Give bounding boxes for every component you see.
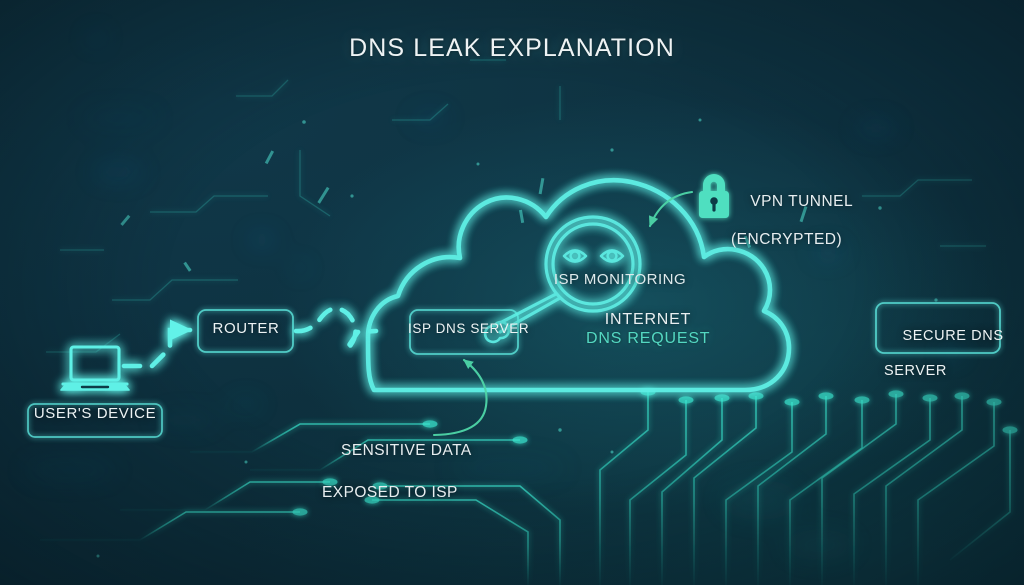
vpn-tunnel-pointer-arrow xyxy=(648,190,694,228)
secure-dns-line1: SECURE DNS xyxy=(902,327,1004,344)
sensitive-data-pointer-arrow xyxy=(432,358,488,437)
isp-monitoring-label: ISP MONITORING xyxy=(553,271,687,288)
page-title: DNS LEAK EXPLANATION xyxy=(349,34,675,62)
isp-dns-server-label[interactable]: ISP DNS SERVER xyxy=(408,321,530,336)
connector-device-to-router xyxy=(121,319,193,369)
vpn-tunnel-line1: VPN TUNNEL xyxy=(750,192,854,210)
router-box[interactable] xyxy=(197,309,294,353)
secure-dns-server-label[interactable]: SECURE DNS SERVER xyxy=(884,310,1006,416)
connector-router-to-cloud xyxy=(293,306,379,352)
vpn-tunnel-line2: (ENCRYPTED) xyxy=(731,230,843,248)
sensitive-data-line1: SENSITIVE DATA xyxy=(341,441,472,459)
cloud-icon xyxy=(365,178,792,393)
vpn-tunnel-label: VPN TUNNEL (ENCRYPTED) xyxy=(731,174,853,287)
magnifier-eyes-icon xyxy=(483,215,642,344)
secure-dns-server-box[interactable] xyxy=(875,302,1001,354)
sensitive-data-label: SENSITIVE DATA EXPOSED TO ISP xyxy=(322,420,472,546)
secure-dns-line2: SERVER xyxy=(884,363,947,380)
user-device-box[interactable] xyxy=(27,403,163,438)
internet-label: INTERNET xyxy=(604,311,692,328)
sensitive-data-line2: EXPOSED TO ISP xyxy=(322,483,458,501)
laptop-icon xyxy=(60,345,130,391)
router-label[interactable]: ROUTER xyxy=(212,320,280,337)
lock-icon xyxy=(699,174,729,218)
user-device-label[interactable]: USER'S DEVICE xyxy=(33,405,157,422)
isp-dns-server-box[interactable] xyxy=(409,309,519,355)
dns-request-label: DNS REQUEST xyxy=(586,330,711,347)
